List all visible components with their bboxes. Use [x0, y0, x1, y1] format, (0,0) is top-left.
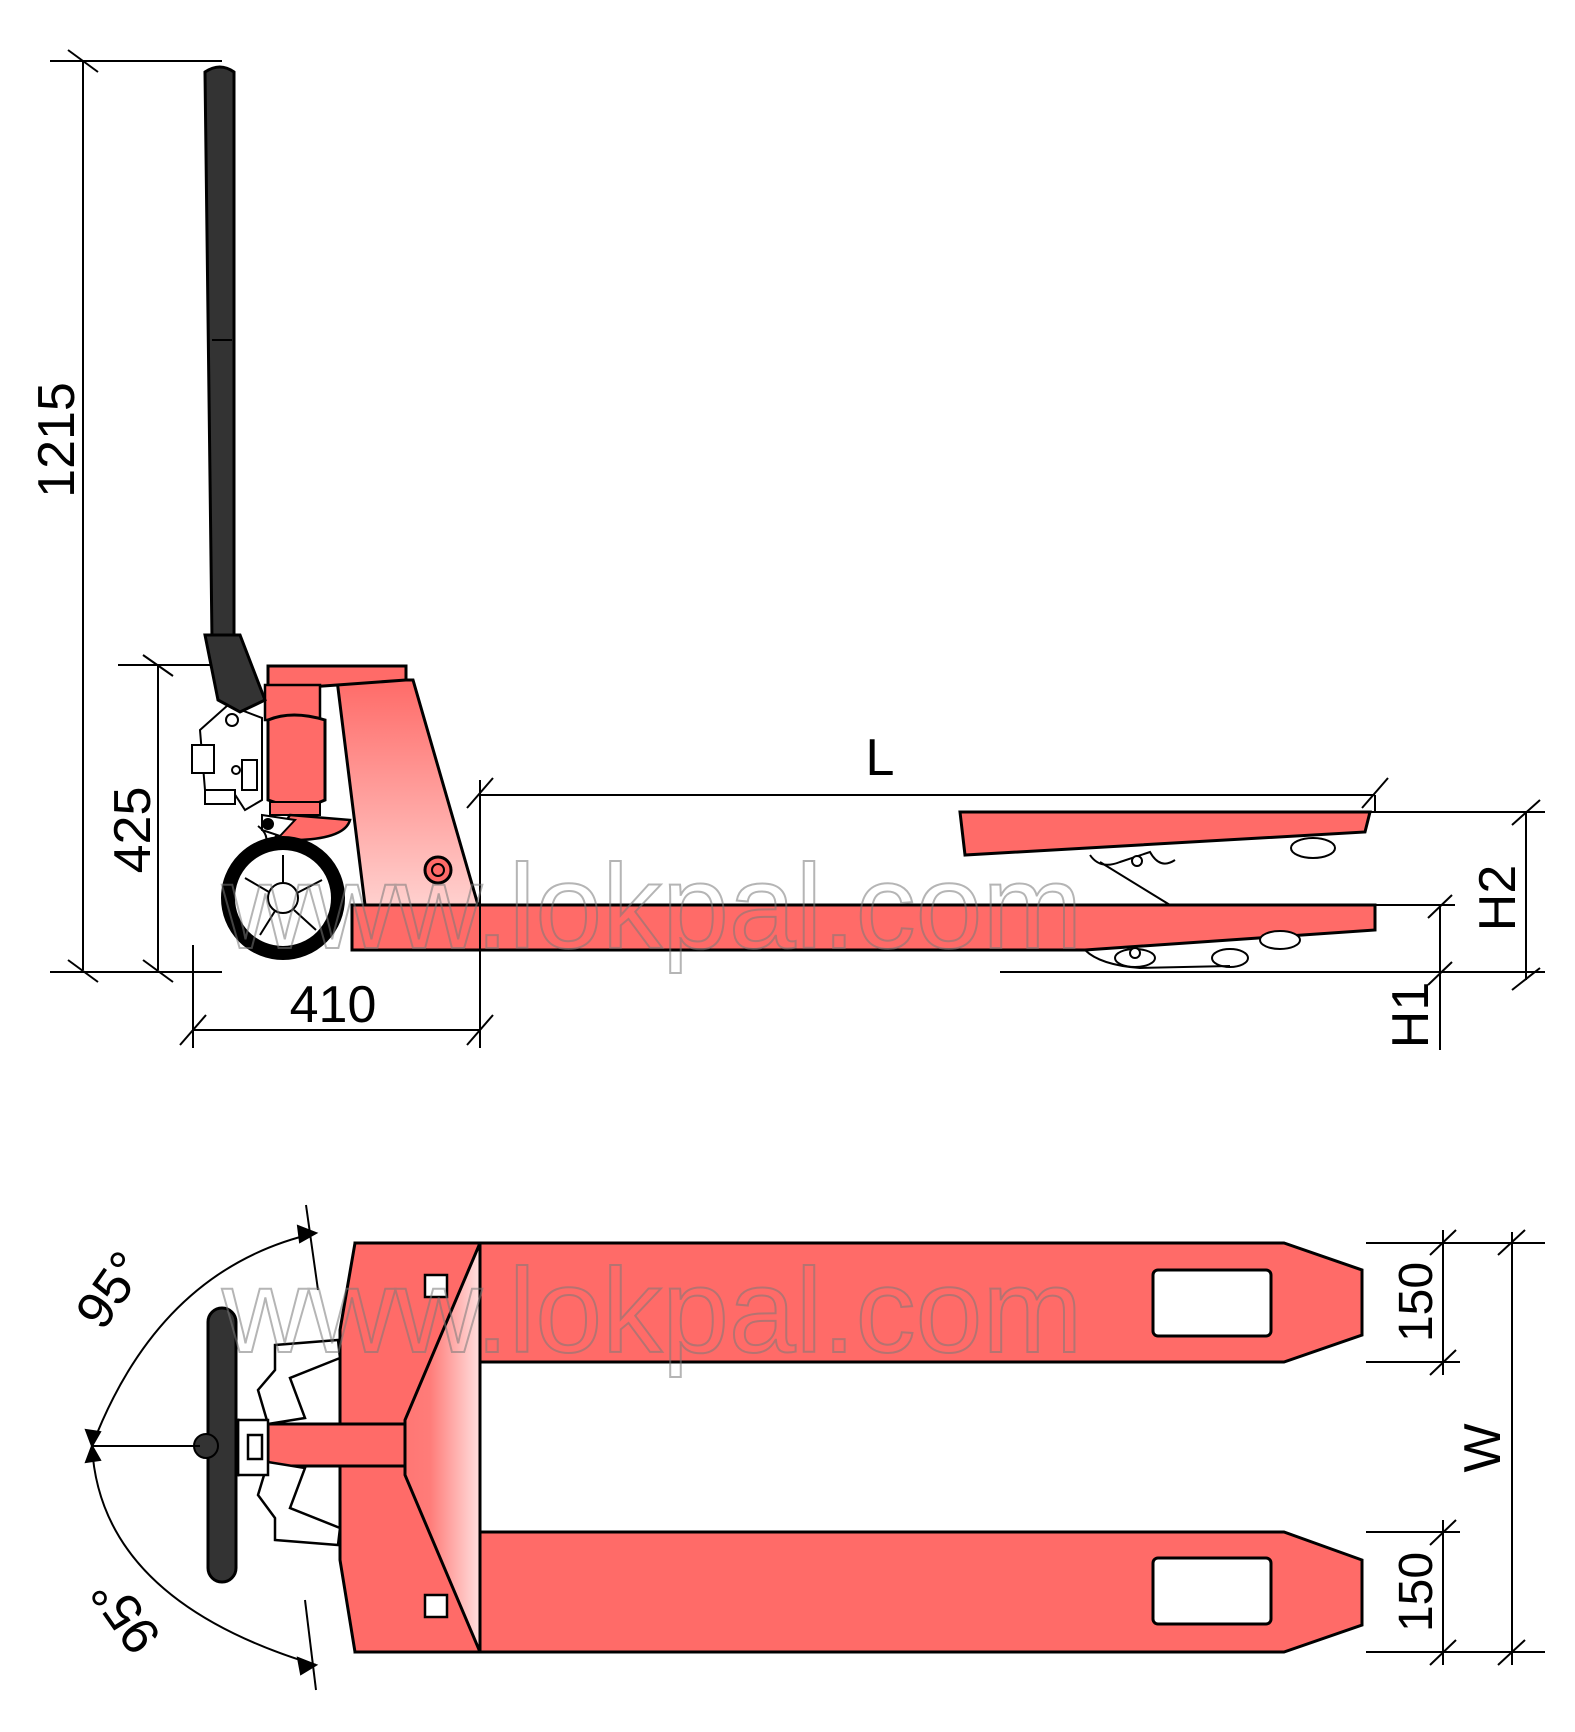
upper-fork-window: [1151, 1268, 1273, 1338]
pump-linkage: [191, 703, 298, 847]
raised-fork: [958, 810, 1372, 857]
dim-handle-height: 1215: [28, 382, 86, 498]
dim-frame-height: 425: [104, 787, 162, 874]
watermark-top: www.lokpal.com: [221, 1244, 1082, 1378]
dim-lowered-height: H1: [1382, 982, 1440, 1048]
frame-top-plate: [338, 1241, 483, 1654]
dim-frame-length: 410: [290, 976, 377, 1034]
handle-socket: [203, 633, 267, 714]
lower-fork-window: [1151, 1556, 1273, 1626]
dim-raised-height: H2: [1469, 865, 1527, 931]
top-view: [84, 1204, 1545, 1691]
tiller-handle-icon: [203, 65, 236, 642]
dim-angle-upper: 95°: [65, 1241, 158, 1339]
side-dimension-lines: [50, 49, 1545, 1050]
top-dimension-lines: [84, 1204, 1545, 1691]
dim-overall-width: W: [1454, 1423, 1512, 1472]
pivot-bolt: [423, 855, 453, 885]
drawbar: [266, 1422, 407, 1468]
hydraulic-pump-icon: [263, 683, 352, 842]
watermarks: www.lokpal.com www.lokpal.com: [220, 839, 1083, 1379]
side-view: [50, 49, 1545, 1050]
steering-linkage: [216, 1338, 342, 1547]
watermark-side: www.lokpal.com: [221, 840, 1082, 974]
steering-wheel-icon: [221, 836, 345, 960]
dim-fork-width-upper: 150: [1390, 1262, 1443, 1342]
dim-angle-lower: 95°: [80, 1566, 173, 1664]
lower-fork: [350, 903, 1377, 952]
fork-rollers: [1084, 837, 1336, 970]
dim-fork-length: L: [866, 729, 895, 787]
dim-fork-width-lower: 150: [1390, 1552, 1443, 1632]
